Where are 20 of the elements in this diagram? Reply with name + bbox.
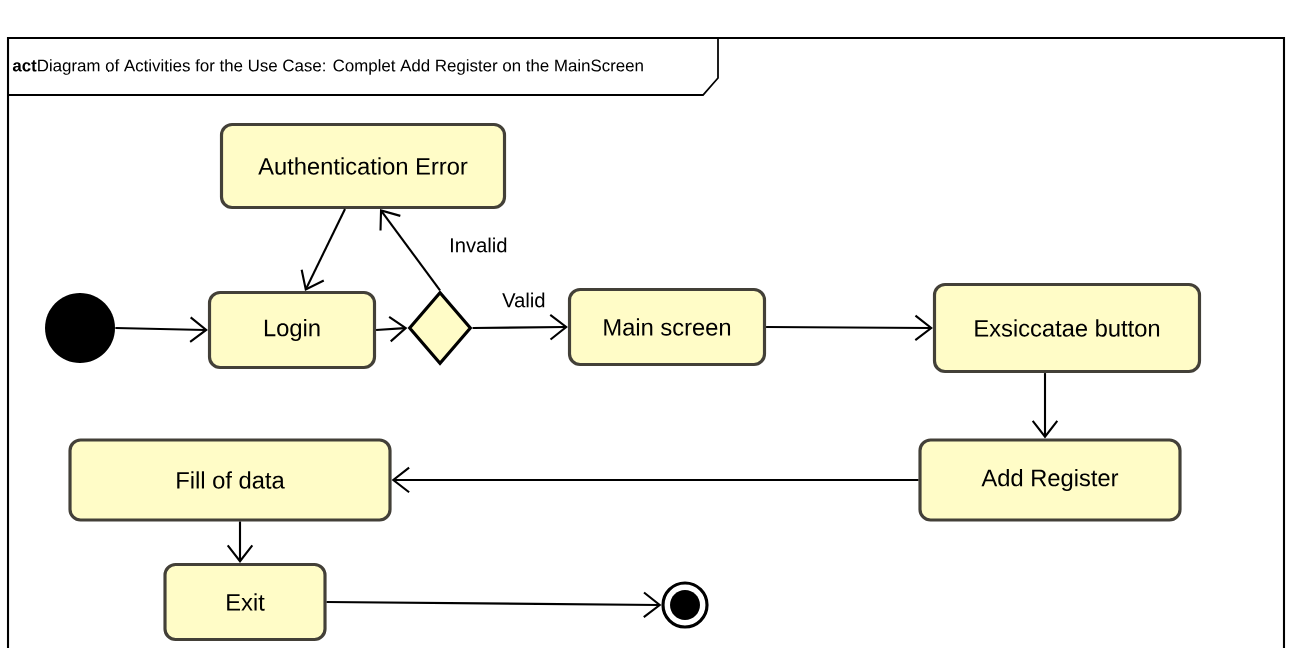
action-box: Exsiccatae button bbox=[932, 282, 1202, 374]
arrow bbox=[326, 591, 662, 618]
final-node bbox=[661, 581, 709, 629]
arrow bbox=[1031, 373, 1059, 439]
action-box: Exit bbox=[163, 562, 327, 642]
initial-node bbox=[45, 293, 115, 363]
title: actDiagram of Activities for the Use Case: Complet Add Register on the MainScreen bbox=[12, 59, 643, 75]
arrow bbox=[766, 314, 933, 342]
action-box: Authentication Error bbox=[219, 122, 507, 210]
arrow bbox=[379, 209, 441, 292]
action-box: Main screen bbox=[567, 287, 767, 367]
arrow bbox=[115, 316, 208, 343]
edge-label: Invalid bbox=[447, 235, 510, 255]
edge-label: Valid bbox=[500, 290, 548, 310]
action-box: Fill of data bbox=[68, 438, 392, 522]
arrow bbox=[300, 208, 346, 291]
action-box: Login bbox=[207, 290, 377, 370]
arrow bbox=[391, 466, 919, 494]
action-box: Add Register bbox=[918, 438, 1182, 522]
arrow bbox=[472, 314, 568, 341]
